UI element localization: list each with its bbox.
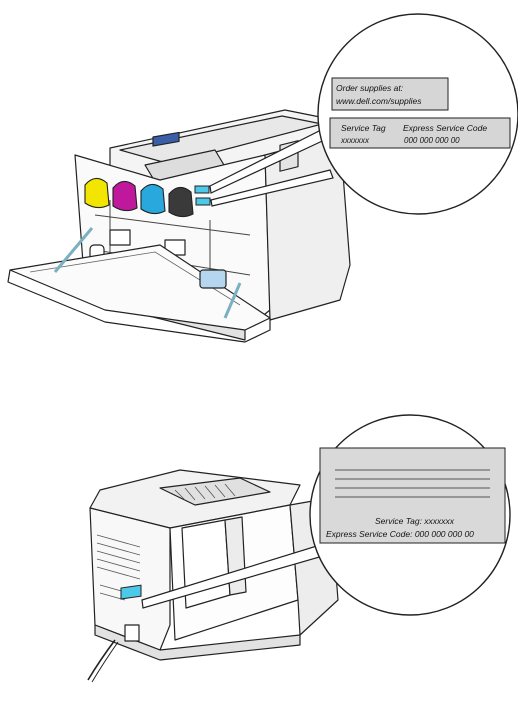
order-supplies-line1: Order supplies at: (336, 83, 404, 93)
front-service-tag-label: Service Tag Express Service Code xxxxxxx… (329, 117, 511, 149)
service-tag-header: Service Tag (341, 123, 386, 133)
toner-magenta (112, 180, 138, 212)
rear-service-tag-label: Service Tag: xxxxxxx Express Service Cod… (319, 447, 506, 544)
order-supplies-label: Order supplies at: www.dell.com/supplies (331, 77, 449, 111)
rear-service-tag-line: Service Tag: xxxxxxx (375, 516, 455, 526)
order-supplies-line2: www.dell.com/supplies (336, 96, 422, 106)
toner-cyan (140, 183, 166, 215)
front-leader-lines (209, 127, 335, 207)
toner-black (168, 186, 194, 218)
toner-cartridges (84, 177, 194, 218)
express-code-value: 000 000 000 00 (404, 136, 460, 145)
toner-yellow (84, 177, 110, 209)
front-callout-circle (317, 13, 518, 215)
service-tag-value: xxxxxxx (340, 136, 370, 145)
front-label-highlight-upper (194, 185, 210, 194)
rear-label-highlight (120, 584, 142, 600)
rear-express-code-line: Express Service Code: 000 000 000 00 (326, 529, 474, 539)
express-code-header: Express Service Code (403, 123, 487, 133)
front-label-highlight-lower (195, 197, 211, 206)
rear-printer-illustration (87, 469, 339, 683)
